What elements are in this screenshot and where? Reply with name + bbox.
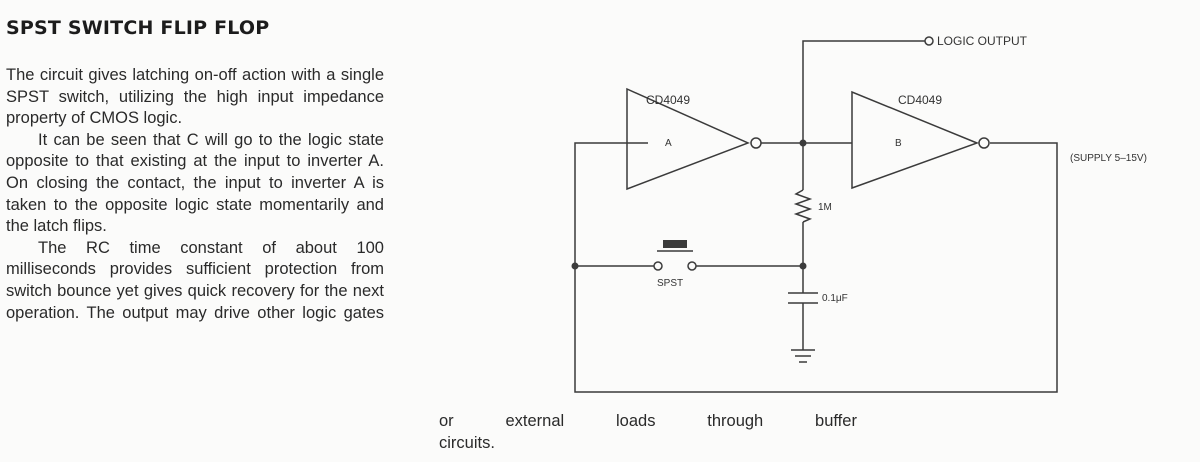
article-title: SPST SWITCH FLIP FLOP <box>6 17 270 39</box>
article-continuation: or external loads through buffer circuit… <box>439 411 857 454</box>
article-body: The circuit gives latching on-off action… <box>6 65 384 324</box>
junction-dot <box>799 262 807 270</box>
junction-dot <box>799 139 807 147</box>
switch-button-cap <box>663 240 687 248</box>
logic-output-wire <box>802 40 925 143</box>
inverter-b-symbol <box>851 90 980 190</box>
inverter-b-bubble <box>978 137 990 149</box>
logic-output-label: LOGIC OUTPUT <box>937 34 1028 48</box>
paragraph-intro: The circuit gives latching on-off action… <box>6 66 384 128</box>
supply-label: (SUPPLY 5–15V) <box>1070 153 1147 164</box>
switch-contact-left <box>653 261 663 271</box>
continuation-line-1: or external loads through buffer <box>439 411 857 433</box>
paragraph-rc-time-constant: The RC time constant of about 100 millis… <box>6 238 384 322</box>
continuation-line-2: circuits. <box>439 433 495 452</box>
continuation-word: or <box>439 412 454 430</box>
inverter-a-letter: A <box>665 138 672 149</box>
feedback-loop-wire <box>574 142 1058 393</box>
switch-label: SPST <box>657 278 683 289</box>
resistor-1m <box>793 189 813 223</box>
continuation-word: through <box>707 412 764 430</box>
inverter-a-bubble <box>750 137 762 149</box>
paragraph-operation: It can be seen that C will go to the log… <box>6 130 384 236</box>
junction-dot <box>571 262 579 270</box>
inverter-a-symbol <box>626 87 750 191</box>
logic-output-terminal <box>924 36 934 46</box>
inverter-a-part-label: CD4049 <box>646 93 690 107</box>
inverter-b-part-label: CD4049 <box>898 93 942 107</box>
resistor-label: 1M <box>818 202 832 213</box>
continuation-word: buffer <box>815 412 857 430</box>
switch-contact-right <box>687 261 697 271</box>
capacitor-label: 0.1μF <box>822 293 848 304</box>
continuation-word: external <box>505 412 565 430</box>
continuation-word: loads <box>616 412 656 430</box>
inverter-b-letter: B <box>895 138 902 149</box>
